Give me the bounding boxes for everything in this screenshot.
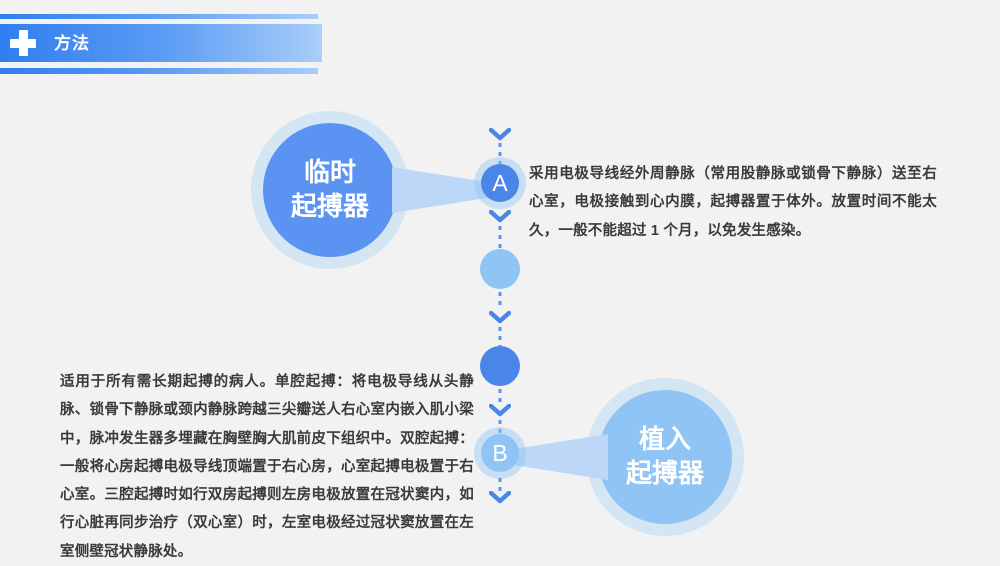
timeline-dash (498, 389, 502, 403)
header-title-bar: 方法 (0, 24, 322, 62)
page-title: 方法 (54, 33, 90, 53)
timeline-node-3[interactable] (480, 346, 520, 386)
bubble-label-line2: 起搏器 (290, 191, 369, 221)
chevron-down-icon (489, 210, 511, 223)
chevron-down-icon (489, 491, 511, 504)
header-accent-line-bottom (0, 68, 318, 74)
timeline-dash (498, 143, 502, 165)
header-accent-line-top (0, 14, 318, 19)
chevron-down-icon (489, 311, 511, 324)
bubble-implanted-pacemaker[interactable]: 植入 起搏器 (598, 390, 732, 524)
description-temporary-pacemaker: 采用电极导线经外周静脉（常用股静脉或锁骨下静脉）送至右心室，电极接触到心内膜，起… (529, 166, 937, 239)
timeline-dash (498, 420, 502, 436)
timeline-node-2[interactable] (480, 249, 520, 289)
timeline-dash (498, 226, 502, 250)
slide-header: 方法 (0, 0, 322, 78)
bubble-temporary-pacemaker[interactable]: 临时 起搏器 (263, 123, 397, 257)
vertical-timeline: A B (479, 128, 521, 506)
timeline-dash (498, 292, 502, 310)
bubble-label-line1: 临时 (303, 157, 356, 188)
timeline-node-b[interactable]: B (481, 434, 519, 472)
bubble-label-line1: 植入 (638, 424, 691, 455)
timeline-node-b-label: B (492, 439, 508, 466)
connector-temporary-to-node-a (392, 167, 490, 213)
timeline-node-a-label: A (492, 169, 508, 196)
medical-cross-icon (10, 30, 36, 56)
timeline-dash (498, 327, 502, 347)
connector-node-b-to-implanted (510, 434, 608, 480)
timeline-dash (498, 478, 502, 492)
chevron-down-icon (489, 404, 511, 417)
chevron-down-icon (489, 128, 511, 141)
bubble-label-line2: 起搏器 (625, 458, 704, 488)
description-implanted-pacemaker: 适用于所有需长期起搏的病人。单腔起搏：将电极导线从头静脉、锁骨下静脉或颈内静脉跨… (60, 374, 474, 560)
timeline-node-a[interactable]: A (481, 164, 519, 202)
